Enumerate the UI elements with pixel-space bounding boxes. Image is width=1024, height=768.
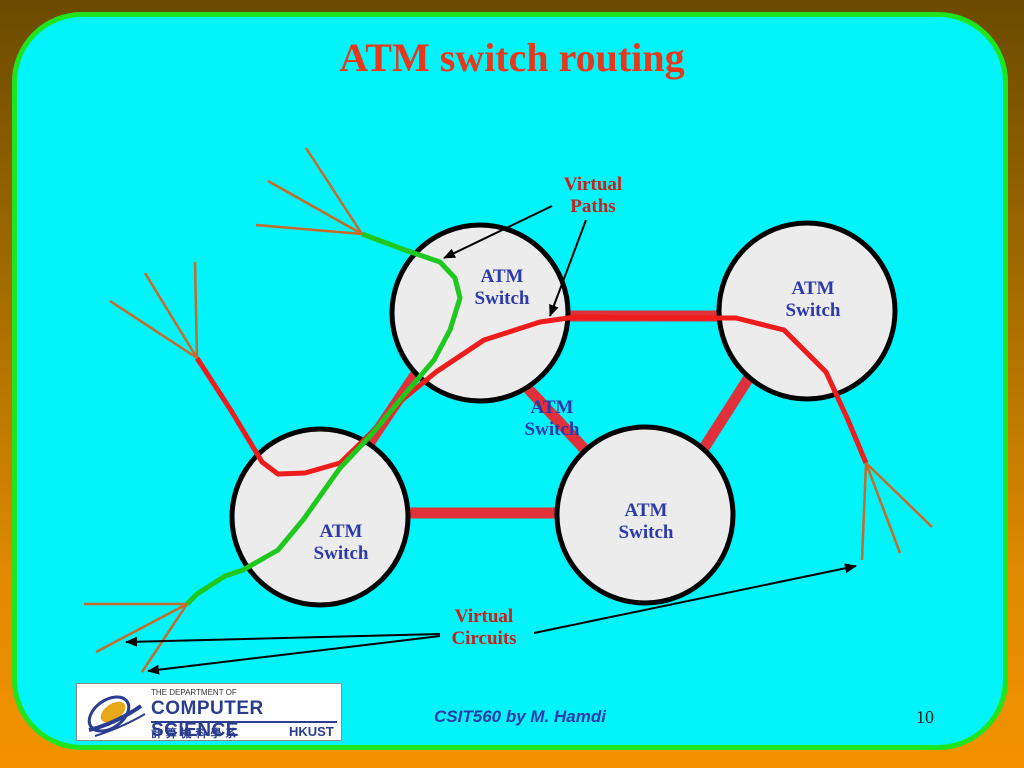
hkust-emblem-icon xyxy=(87,695,146,737)
link-topleft-bottomright xyxy=(515,376,595,459)
logo-divider xyxy=(151,721,337,723)
logo-main-text: COMPUTER SCIENCE xyxy=(151,698,264,741)
logo-small-text: THE DEPARTMENT OF xyxy=(151,688,237,697)
virtual-paths-arrow-2 xyxy=(549,219,587,317)
slide-title: ATM switch routing xyxy=(339,35,685,80)
callout-arrows xyxy=(125,205,857,675)
switch-node-bottom-right xyxy=(554,424,736,606)
virtual-paths-arrow-1 xyxy=(443,205,553,259)
switch-node-top-right xyxy=(716,220,898,402)
virtual-circuits-arrow-3 xyxy=(533,563,857,634)
virtual-circuits-arrow-2 xyxy=(147,635,441,675)
department-logo: THE DEPARTMENT OF COMPUTER SCIENCE 計 算 機… xyxy=(76,683,342,741)
virtual-circuits-arrow-1 xyxy=(125,633,441,647)
red-virtual-circuit xyxy=(194,314,869,477)
footer-course-text: CSIT560 by M. Hamdi xyxy=(434,707,606,726)
logo-chinese-text: 計 算 機 科 學 系 xyxy=(151,727,237,740)
page-number: 10 xyxy=(916,707,934,727)
link-topright-bottomright xyxy=(699,373,755,451)
endpoint-lines xyxy=(84,147,933,673)
green-virtual-circuit xyxy=(185,231,463,606)
logo-institution: HKUST xyxy=(289,724,334,739)
